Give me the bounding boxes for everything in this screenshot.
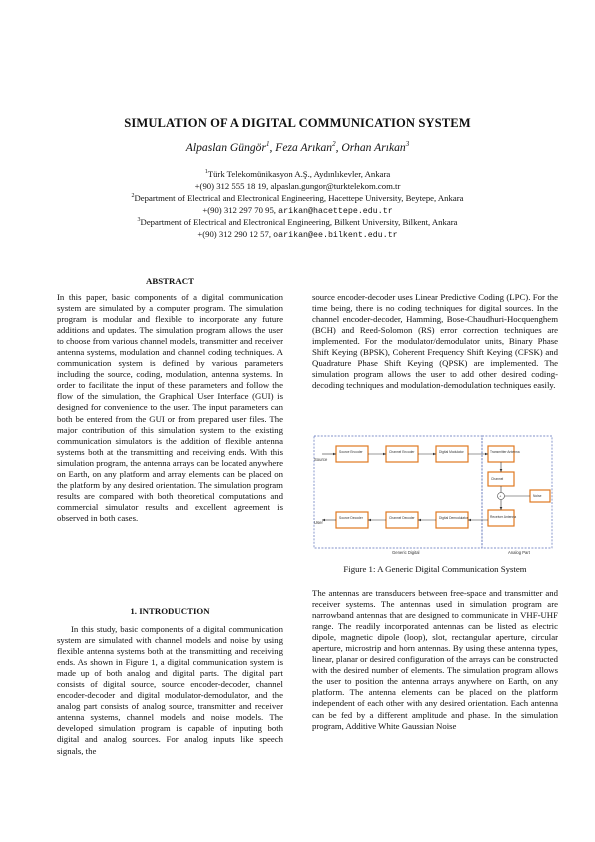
- affiliation-contact: +(90) 312 290 12 57,: [197, 228, 271, 239]
- author-sup: 1: [266, 140, 270, 148]
- affiliation-text: Department of Electrical and Electronica…: [140, 216, 458, 227]
- author-name: Feza Arıkan: [275, 140, 333, 154]
- figure-caption: Figure 1: A Generic Digital Communicatio…: [343, 564, 527, 574]
- paper-title: SIMULATION OF A DIGITAL COMMUNICATION SY…: [124, 116, 471, 130]
- affiliation-sup: 1: [204, 169, 208, 175]
- channel-decoder-label: Channel Decoder: [389, 516, 416, 520]
- digital-part-label: Generic Digital: [392, 550, 420, 555]
- right-column-bottom: The antennas are transducers between fre…: [312, 588, 558, 732]
- digital-part-border: [313, 435, 483, 549]
- receiver-antenna-label: Receiver Antenna: [490, 515, 516, 519]
- abstract-body: In this paper, basic components of a dig…: [57, 292, 283, 524]
- signal-arrows: [322, 453, 530, 521]
- affiliation-contact: +(90) 312 555 18 19, alpaslan.gungor@tur…: [194, 180, 401, 191]
- source-decoder-label: Source Decoder: [339, 516, 364, 520]
- transmitter-antenna-label: Transmitter Antenna: [490, 450, 520, 454]
- source-label: Source: [314, 457, 328, 462]
- arrow-heads: [322, 452, 503, 522]
- user-label: User: [314, 520, 323, 525]
- affiliation-3: 3Department of Electrical and Electronic…: [0, 214, 595, 242]
- plus-sign: +: [499, 495, 501, 499]
- introduction-heading: 1. INTRODUCTION: [130, 606, 210, 616]
- channel-encoder-block: [385, 445, 419, 463]
- right-bottom-text: The antennas are transducers between fre…: [312, 588, 558, 731]
- right-column-top: source encoder-decoder uses Linear Predi…: [312, 292, 558, 391]
- digital-demodulator-block: [435, 511, 469, 529]
- affiliation-sup: 2: [131, 193, 135, 199]
- affiliation-text: Türk Telekomünikasyon A.Ş., Aydınlıkevle…: [207, 168, 391, 179]
- introduction-text: In this study, basic components of a dig…: [57, 624, 283, 756]
- affiliation-1: 1Türk Telekomünikasyon A.Ş., Aydınlıkevl…: [0, 166, 595, 192]
- abstract-text: In this paper, basic components of a dig…: [57, 292, 283, 523]
- introduction-body: In this study, basic components of a dig…: [57, 624, 283, 757]
- abstract-heading: ABSTRACT: [146, 276, 194, 286]
- channel-decoder-block: [385, 511, 419, 529]
- affiliation-email[interactable]: oarikan@ee.bilkent.edu.tr: [273, 230, 398, 240]
- author-sup: 2: [332, 140, 336, 148]
- author-sup: 3: [405, 140, 410, 148]
- source-encoder-block: [335, 445, 369, 463]
- noise-label: Noise: [533, 494, 542, 498]
- analog-part-label: Analog Part: [508, 550, 531, 555]
- channel-label: Channel: [491, 477, 504, 481]
- digital-demodulator-label: Digital Demodulator: [439, 516, 469, 520]
- figure-1-diagram: Source User Source Encoder Channel Encod…: [313, 435, 553, 555]
- author-name: Orhan Arıkan: [341, 140, 406, 154]
- digital-modulator-label: Digital Modulator: [439, 450, 465, 454]
- analog-part-border: [481, 435, 553, 549]
- source-decoder-block: [335, 511, 369, 529]
- source-encoder-label: Source Encoder: [339, 450, 364, 454]
- affiliation-email[interactable]: arikan@hacettepe.edu.tr: [278, 206, 393, 216]
- author-list: Alpaslan Güngör1, Feza Arıkan2, Orhan Ar…: [185, 140, 410, 154]
- transmitter-antenna-block: [487, 445, 515, 463]
- affiliation-2: 2Department of Electrical and Electronic…: [0, 190, 595, 218]
- right-top-text: source encoder-decoder uses Linear Predi…: [312, 292, 558, 391]
- affiliation-contact: +(90) 312 297 70 95,: [202, 204, 276, 215]
- digital-modulator-block: [435, 445, 469, 463]
- author-name: Alpaslan Güngör: [185, 140, 266, 154]
- affiliation-text: Department of Electrical and Electronica…: [134, 192, 464, 203]
- channel-encoder-label: Channel Encoder: [389, 450, 415, 454]
- affiliation-sup: 3: [137, 217, 141, 223]
